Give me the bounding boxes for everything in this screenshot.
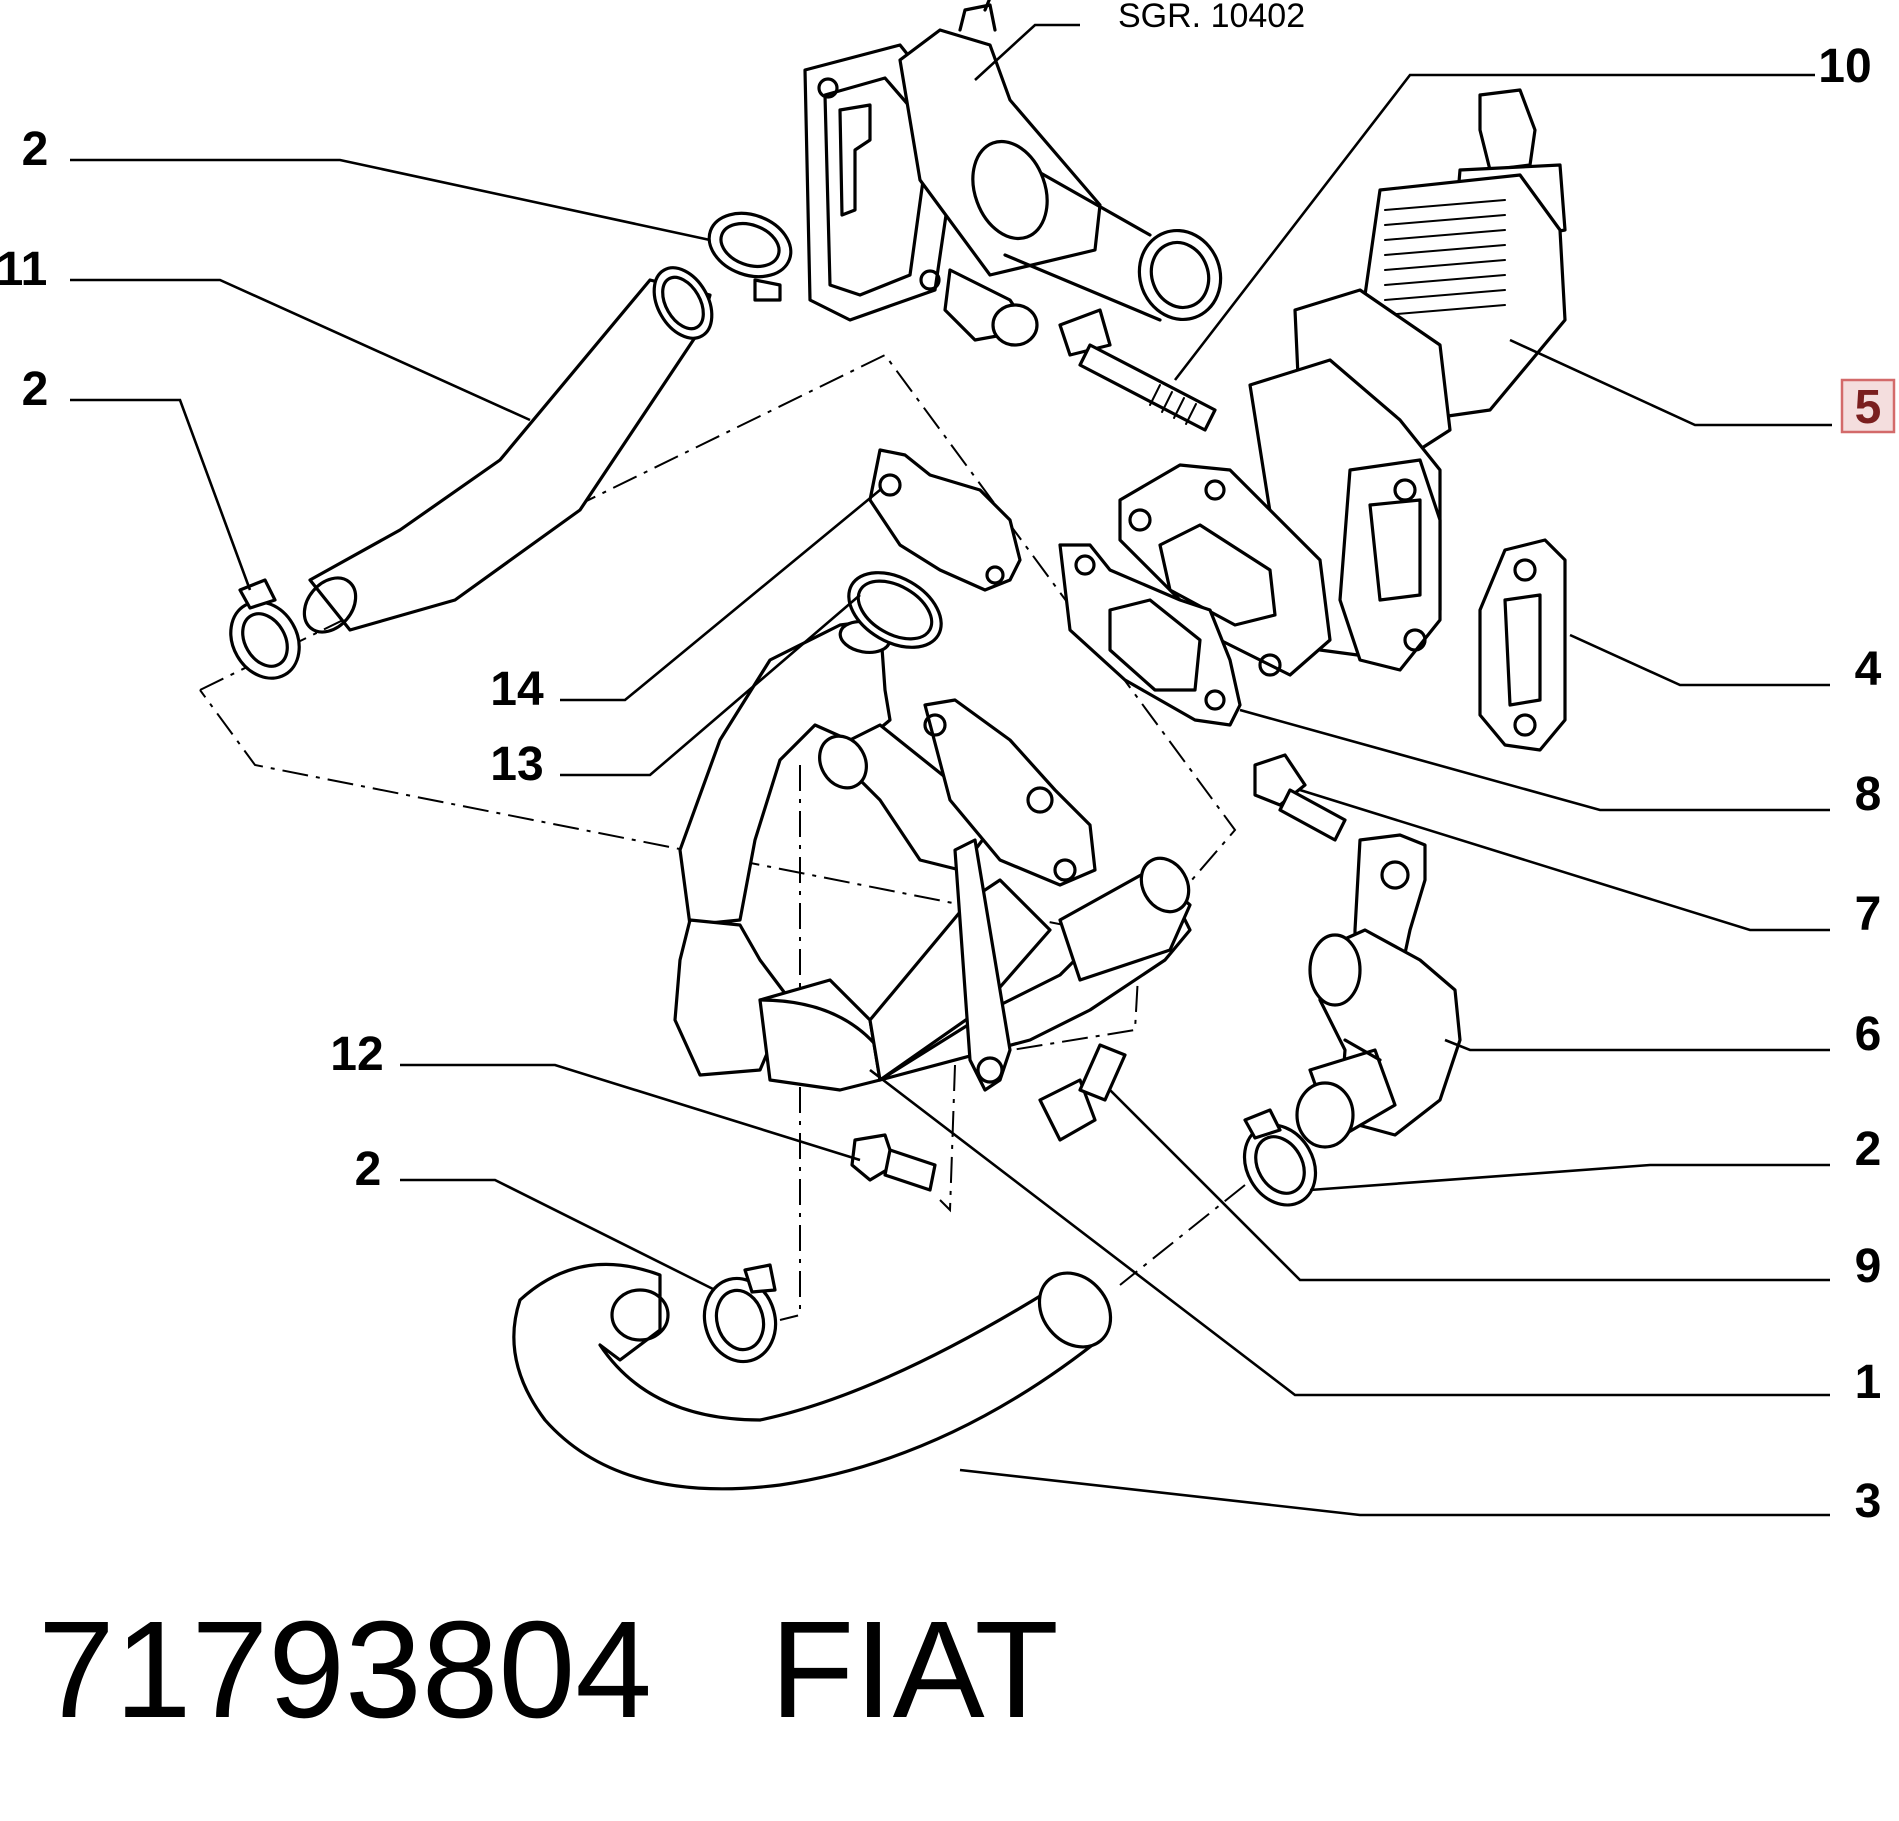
callout-7: 7 — [1855, 888, 1882, 941]
gasket-4 — [1478, 538, 1567, 752]
part-number: 71793804 — [38, 1593, 652, 1747]
bolt-9 — [1038, 1043, 1127, 1142]
callout-2-bottom: 2 — [355, 1143, 382, 1196]
bolt-10 — [1058, 308, 1217, 432]
assembly-frame-lines — [199, 353, 1246, 1321]
o-ring-13 — [847, 571, 943, 649]
callout-4: 4 — [1855, 643, 1882, 696]
hose-11 — [302, 266, 714, 634]
callout-3: 3 — [1855, 1475, 1882, 1528]
callout-13: 13 — [490, 738, 543, 791]
callout-11: 11 — [0, 243, 47, 296]
flange-plate-14 — [868, 448, 1022, 592]
callout-2-right: 2 — [1855, 1123, 1882, 1176]
leader-lines — [70, 23, 1832, 1517]
callout-2-top: 2 — [22, 123, 49, 176]
hose-clamp-2-bottom — [702, 1263, 778, 1364]
hose-clamp-2-right — [1242, 1108, 1318, 1207]
bolt-7 — [1253, 753, 1347, 842]
callout-12: 12 — [330, 1028, 383, 1081]
hose-clamp-2-top — [707, 211, 793, 302]
callout-2-left: 2 — [22, 363, 49, 416]
brand-name: FIAT — [770, 1593, 1059, 1747]
callout-6: 6 — [1855, 1008, 1882, 1061]
callout-8: 8 — [1855, 768, 1882, 821]
callout-14: 14 — [490, 663, 544, 716]
egr-valve-5 — [1118, 88, 1567, 677]
callout-9: 9 — [1855, 1240, 1882, 1293]
reference-group-label: SGR. 10402 — [1118, 0, 1305, 35]
hose-3 — [512, 1262, 1113, 1491]
elbow-fitting-6 — [1295, 833, 1462, 1149]
caption: 71793804 FIAT — [38, 1595, 1059, 1745]
callout-5: 5 — [1855, 381, 1882, 434]
bolt-12 — [850, 1133, 937, 1192]
hose-clamp-2-left — [229, 578, 301, 680]
callout-10: 10 — [1818, 40, 1871, 93]
thermostat-housing — [803, 0, 1223, 347]
gasket-8 — [1058, 543, 1242, 727]
callout-1: 1 — [1855, 1356, 1882, 1409]
egr-pipe-1 — [673, 618, 1192, 1092]
callout-labels: 10 5 4 8 7 6 2 9 1 3 2 11 2 14 13 12 2 — [0, 40, 1896, 1528]
callout-5-highlight — [1840, 378, 1896, 434]
